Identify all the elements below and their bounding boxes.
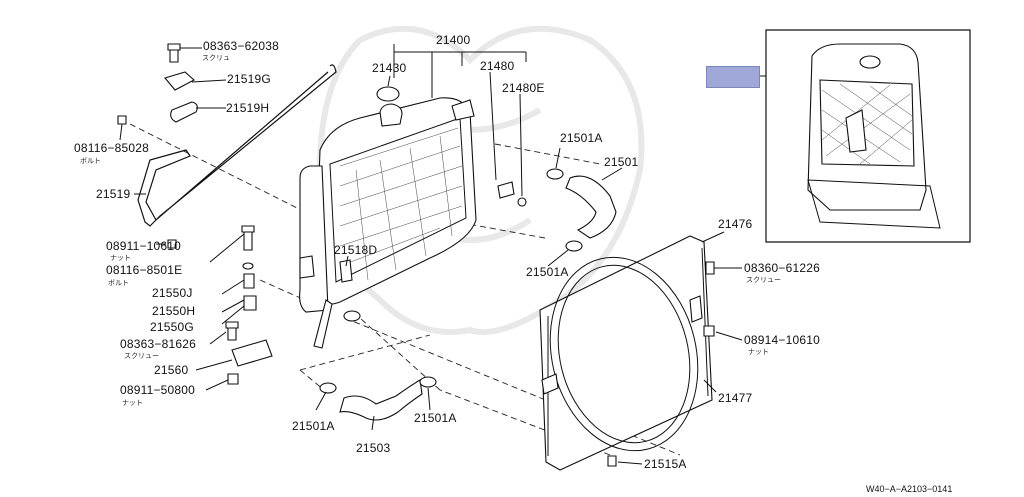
part-label: 21480 (480, 59, 515, 73)
part-label: 21430 (372, 61, 407, 75)
part-note: ナット (122, 400, 143, 407)
inset-view (758, 29, 971, 243)
part-label: 21476 (718, 217, 753, 231)
part-label: 21501A (414, 411, 457, 425)
part-note: ボルト (80, 158, 101, 165)
stay-rod (137, 64, 337, 227)
part-label: 21519 (96, 187, 131, 201)
part-note: ナット (748, 349, 769, 356)
part-note: スクリュー (124, 353, 159, 360)
part-label: 21503 (356, 441, 391, 455)
part-label: 21477 (718, 391, 753, 405)
part-label: 21515A (644, 457, 687, 471)
part-label: 21400 (436, 33, 471, 47)
part-label: 08360−61226 (744, 261, 820, 275)
part-label: 21501A (292, 419, 335, 433)
part-label: 21550J (152, 286, 193, 300)
inset-callout-tag (706, 66, 760, 88)
part-label: 08911−50800 (120, 383, 196, 397)
part-label: 08911−10610 (106, 239, 182, 253)
radiator-core (299, 86, 477, 349)
part-label: 21560 (154, 363, 189, 377)
leader-lines (119, 44, 743, 465)
part-label: 08914−10610 (744, 333, 820, 347)
part-note: ナット (110, 255, 131, 262)
part-label: 21501A (526, 265, 569, 279)
fan-shroud (539, 235, 715, 471)
part-label: 08363−81626 (120, 337, 196, 351)
part-note: スクリュー (746, 277, 781, 284)
part-label: 21550H (152, 304, 196, 318)
part-label: 21501A (560, 131, 603, 145)
part-label: 21550G (150, 320, 194, 334)
part-label: 08116−8501E (106, 263, 183, 277)
part-label: 21480E (502, 81, 545, 95)
part-label: 21519G (227, 72, 271, 86)
part-label: 08116−85028 (74, 141, 150, 155)
hoses (319, 168, 617, 421)
part-label: 21501 (604, 155, 639, 169)
part-note: スクリュ (202, 55, 230, 62)
part-label: 08363−62038 (203, 39, 279, 53)
left-hardware (117, 43, 273, 385)
part-note: ボルト (108, 280, 129, 287)
part-label: 21519H (226, 101, 270, 115)
part-label: 21518D (334, 243, 378, 257)
diagram-code: W40−A−A2103−0141 (866, 484, 953, 494)
